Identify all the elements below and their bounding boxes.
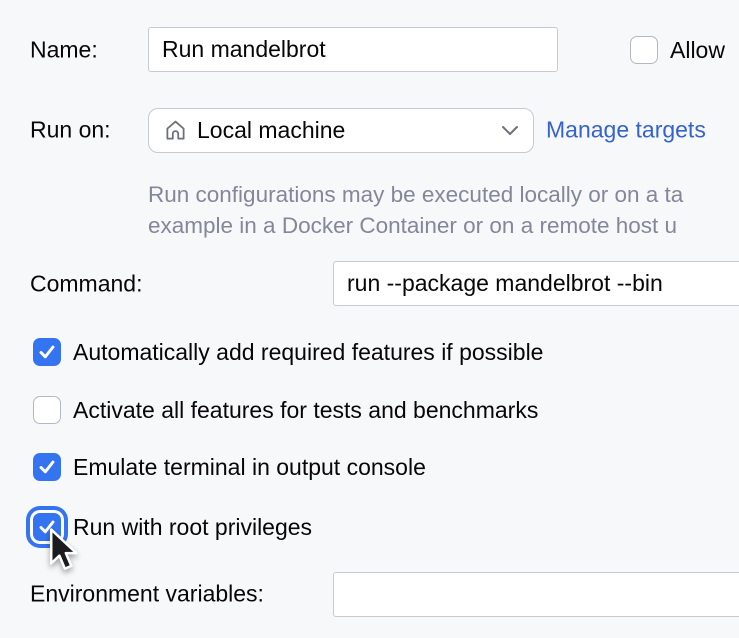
chevron-down-icon [502, 126, 518, 135]
auto-add-features-label: Automatically add required features if p… [73, 338, 544, 365]
help-line-2: example in a Docker Container or on a re… [148, 213, 678, 238]
allow-checkbox[interactable] [630, 36, 658, 64]
environment-variables-input[interactable] [333, 572, 739, 617]
auto-add-features-checkbox[interactable] [33, 338, 61, 366]
run-on-dropdown[interactable]: Local machine [148, 108, 534, 153]
emulate-terminal-label: Emulate terminal in output console [73, 453, 426, 480]
checkbox-row-auto-add-features[interactable]: Automatically add required features if p… [33, 338, 543, 366]
run-on-label: Run on: [30, 116, 111, 143]
checkmark-icon [39, 520, 55, 534]
run-on-selected-value: Local machine [197, 117, 346, 143]
command-label: Command: [30, 270, 143, 297]
checkbox-row-run-with-root[interactable]: Run with root privileges [33, 513, 312, 541]
activate-all-features-checkbox[interactable] [33, 396, 61, 424]
run-with-root-checkbox[interactable] [33, 513, 61, 541]
allow-checkbox-label: Allow [670, 36, 725, 63]
checkbox-row-emulate-terminal[interactable]: Emulate terminal in output console [33, 453, 426, 481]
checkmark-icon [39, 345, 55, 359]
environment-variables-label: Environment variables: [30, 580, 264, 607]
allow-checkbox-row[interactable]: Allow [630, 36, 725, 64]
checkmark-icon [39, 460, 55, 474]
checkbox-row-activate-all-features[interactable]: Activate all features for tests and benc… [33, 396, 538, 424]
command-input[interactable] [333, 261, 739, 306]
help-line-1: Run configurations may be executed local… [148, 182, 684, 207]
run-on-help-text: Run configurations may be executed local… [148, 179, 683, 241]
run-with-root-label: Run with root privileges [73, 513, 313, 540]
manage-targets-link[interactable]: Manage targets [546, 116, 706, 143]
emulate-terminal-checkbox[interactable] [33, 453, 61, 481]
home-icon [166, 120, 185, 140]
activate-all-features-label: Activate all features for tests and benc… [73, 396, 539, 423]
name-input[interactable] [148, 27, 558, 72]
name-label: Name: [30, 36, 98, 63]
